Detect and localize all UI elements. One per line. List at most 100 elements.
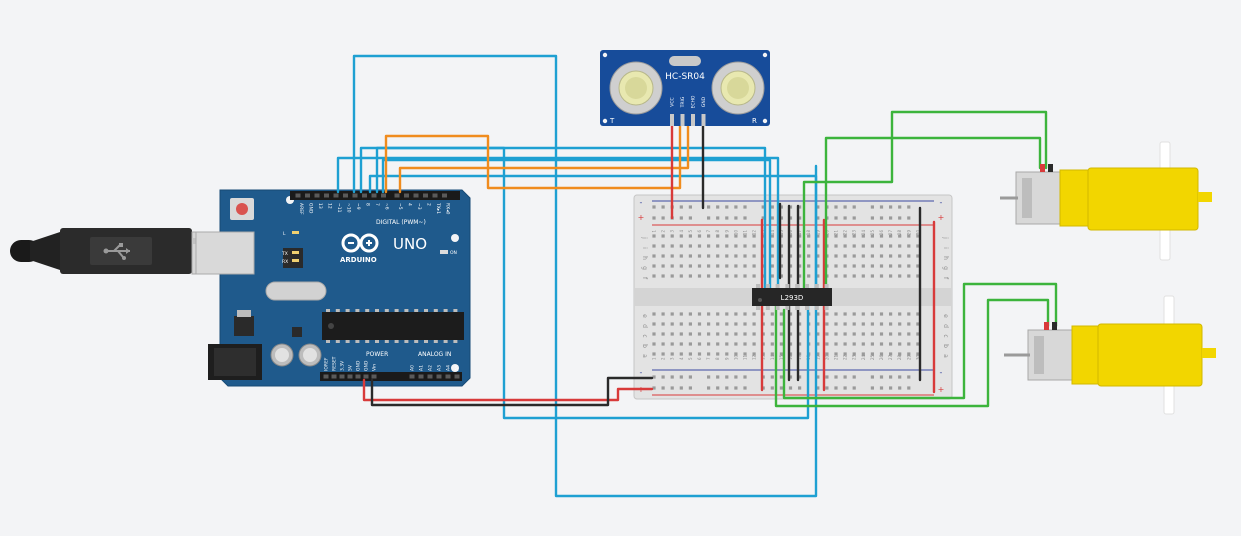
- breadboard-hole[interactable]: [898, 274, 902, 278]
- digital-pin[interactable]: [324, 193, 329, 198]
- breadboard-hole[interactable]: [861, 312, 865, 316]
- wire-gnd-rail[interactable]: [370, 376, 654, 407]
- breadboard-hole[interactable]: [707, 216, 711, 220]
- breadboard-hole[interactable]: [697, 244, 702, 248]
- breadboard-hole[interactable]: [889, 375, 893, 379]
- breadboard-hole[interactable]: [825, 322, 829, 326]
- breadboard-hole[interactable]: [907, 322, 911, 326]
- breadboard-hole[interactable]: [825, 352, 829, 356]
- breadboard-hole[interactable]: [852, 274, 856, 278]
- power-pin[interactable]: [331, 374, 337, 379]
- breadboard-hole[interactable]: [898, 216, 902, 220]
- breadboard-hole[interactable]: [688, 254, 692, 258]
- analog-pin[interactable]: [454, 374, 460, 379]
- breadboard-hole[interactable]: [779, 264, 783, 268]
- sensor-pin[interactable]: [670, 114, 674, 126]
- breadboard-hole[interactable]: [697, 274, 702, 278]
- digital-pin[interactable]: [432, 193, 438, 198]
- motor2-terminal-1[interactable]: [1044, 322, 1049, 330]
- power-pin[interactable]: [347, 374, 353, 379]
- breadboard-hole[interactable]: [788, 386, 793, 390]
- breadboard-hole[interactable]: [670, 254, 674, 258]
- wire-5v-rail[interactable]: [362, 378, 654, 402]
- breadboard-hole[interactable]: [679, 332, 683, 336]
- breadboard-hole[interactable]: [798, 264, 802, 268]
- breadboard-hole[interactable]: [898, 205, 902, 209]
- breadboard-hole[interactable]: [752, 244, 756, 248]
- breadboard-hole[interactable]: [816, 244, 820, 248]
- breadboard-hole[interactable]: [661, 244, 665, 248]
- breadboard-hole[interactable]: [907, 205, 911, 209]
- breadboard-hole[interactable]: [870, 274, 874, 278]
- breadboard-hole[interactable]: [734, 312, 738, 316]
- breadboard-hole[interactable]: [688, 332, 692, 336]
- sensor-pin[interactable]: [691, 114, 695, 126]
- breadboard-hole[interactable]: [688, 375, 692, 379]
- wire-motor2-b[interactable]: [782, 282, 1058, 400]
- breadboard-hole[interactable]: [716, 216, 720, 220]
- breadboard-hole[interactable]: [825, 342, 829, 346]
- breadboard-hole[interactable]: [916, 254, 920, 258]
- breadboard-hole[interactable]: [879, 322, 884, 326]
- breadboard-hole[interactable]: [652, 386, 656, 390]
- breadboard-hole[interactable]: [834, 244, 838, 248]
- breadboard-hole[interactable]: [697, 332, 702, 336]
- breadboard-hole[interactable]: [907, 254, 911, 258]
- breadboard-hole[interactable]: [879, 342, 884, 346]
- breadboard-hole[interactable]: [725, 342, 729, 346]
- breadboard-hole[interactable]: [898, 264, 902, 268]
- breadboard-hole[interactable]: [861, 274, 865, 278]
- breadboard-hole[interactable]: [852, 375, 856, 379]
- digital-pin[interactable]: [295, 193, 301, 198]
- breadboard-hole[interactable]: [879, 254, 884, 258]
- digital-pin[interactable]: [371, 193, 377, 198]
- breadboard-hole[interactable]: [679, 254, 683, 258]
- breadboard-hole[interactable]: [889, 244, 893, 248]
- breadboard-hole[interactable]: [734, 254, 738, 258]
- breadboard-hole[interactable]: [798, 205, 802, 209]
- breadboard-hole[interactable]: [870, 352, 874, 356]
- breadboard-hole[interactable]: [788, 312, 793, 316]
- breadboard-hole[interactable]: [707, 352, 711, 356]
- breadboard-hole[interactable]: [898, 332, 902, 336]
- breadboard-hole[interactable]: [834, 386, 838, 390]
- breadboard-hole[interactable]: [725, 352, 729, 356]
- breadboard-hole[interactable]: [716, 274, 720, 278]
- breadboard-hole[interactable]: [779, 322, 783, 326]
- breadboard-hole[interactable]: [770, 342, 774, 346]
- breadboard-hole[interactable]: [670, 342, 674, 346]
- breadboard-hole[interactable]: [798, 375, 802, 379]
- breadboard-hole[interactable]: [725, 375, 729, 379]
- breadboard-hole[interactable]: [652, 205, 656, 209]
- breadboard-hole[interactable]: [916, 332, 920, 336]
- breadboard-hole[interactable]: [743, 274, 747, 278]
- breadboard-hole[interactable]: [898, 352, 902, 356]
- breadboard-hole[interactable]: [916, 352, 920, 356]
- breadboard-hole[interactable]: [716, 234, 720, 238]
- breadboard-hole[interactable]: [661, 342, 665, 346]
- breadboard-hole[interactable]: [770, 274, 774, 278]
- breadboard-hole[interactable]: [852, 234, 856, 238]
- breadboard-hole[interactable]: [843, 386, 847, 390]
- breadboard-hole[interactable]: [816, 312, 820, 316]
- digital-pin[interactable]: [442, 193, 447, 198]
- breadboard-hole[interactable]: [843, 216, 847, 220]
- l293d-chip[interactable]: L293D: [752, 284, 832, 310]
- digital-pin[interactable]: [423, 193, 428, 198]
- breadboard-hole[interactable]: [770, 386, 774, 390]
- breadboard-hole[interactable]: [779, 205, 783, 209]
- breadboard-hole[interactable]: [898, 234, 902, 238]
- digital-pin[interactable]: [362, 193, 367, 198]
- breadboard-hole[interactable]: [661, 312, 665, 316]
- breadboard-hole[interactable]: [907, 264, 911, 268]
- breadboard-hole[interactable]: [879, 264, 884, 268]
- sensor-pin[interactable]: [680, 114, 685, 126]
- breadboard-hole[interactable]: [870, 342, 874, 346]
- breadboard-hole[interactable]: [907, 342, 911, 346]
- breadboard-hole[interactable]: [688, 274, 692, 278]
- breadboard-hole[interactable]: [843, 274, 847, 278]
- breadboard-hole[interactable]: [788, 216, 793, 220]
- breadboard-hole[interactable]: [898, 312, 902, 316]
- breadboard-hole[interactable]: [670, 264, 674, 268]
- breadboard-hole[interactable]: [707, 244, 711, 248]
